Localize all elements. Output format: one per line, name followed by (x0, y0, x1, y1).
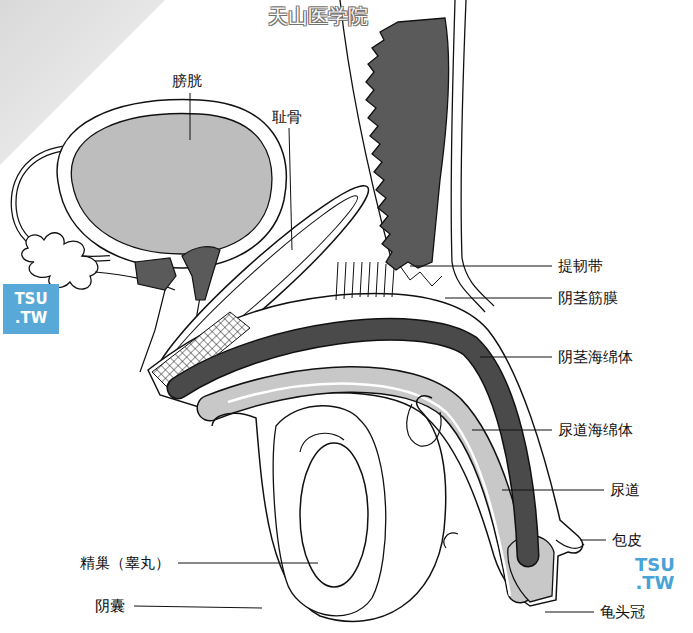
part-label: 阴囊 (95, 597, 125, 615)
scrotum (212, 396, 446, 622)
part-label: 阴茎海绵体 (558, 348, 633, 366)
logo: TSU .TW (3, 284, 59, 334)
skin-line (461, 0, 494, 306)
tunica (273, 406, 386, 616)
prostate (182, 247, 220, 300)
skin-line (451, 0, 485, 312)
bladder-wall (57, 100, 286, 268)
prostate (135, 258, 176, 290)
part-label: 包皮 (612, 531, 642, 549)
part-label: 龟头冠 (600, 603, 645, 621)
leader-lines (134, 93, 606, 612)
watermark: 天山医学院 (268, 4, 368, 28)
part-label: 精巢（睾丸） (80, 554, 170, 572)
bladder-lumen (71, 114, 272, 254)
seminal-vesicle (22, 233, 98, 289)
part-label: 提韧带 (558, 257, 603, 275)
logo: TSU .TW (628, 556, 682, 592)
part-label: 阴茎筋膜 (558, 289, 618, 307)
part-label: 耻骨 (272, 108, 302, 126)
part-label: 膀胱 (172, 72, 202, 90)
ligament-lines (336, 262, 394, 300)
part-label: 尿道 (610, 481, 640, 499)
rectum (366, 18, 449, 270)
part-label: 尿道海绵体 (558, 421, 633, 439)
testis (300, 443, 368, 587)
fascia-zigzag (400, 266, 442, 286)
